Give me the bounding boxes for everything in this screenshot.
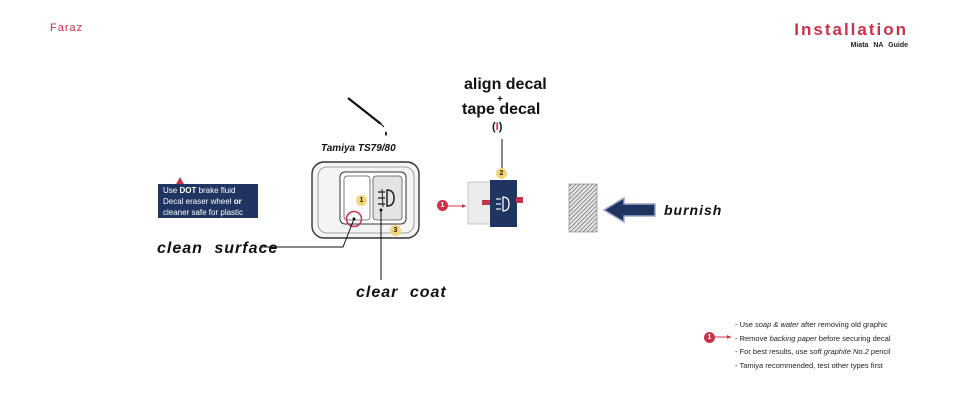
info-line-1: Use DOT brake fluid [163, 186, 236, 195]
note-item: - Tamiya recommended, test other types f… [735, 360, 883, 370]
switch-housing [311, 161, 420, 239]
align-decal-label: align decal [464, 76, 547, 93]
tape-decal-label: tape decal [462, 101, 541, 118]
paint-label: Tamiya TS79/80 [321, 143, 396, 154]
decal-assembly [467, 180, 523, 227]
notes-list: - Use soap & water after removing old gr… [735, 318, 891, 372]
info-line-3: cleaner safe for plastic [163, 208, 244, 217]
warning-icon [175, 177, 185, 186]
page-subtitle: Miata NA Guide [850, 42, 908, 49]
page-title: Installation [794, 20, 908, 39]
arrow-left-icon [602, 196, 656, 224]
backing-step-badge: 1 [437, 200, 448, 211]
step-2-badge: 2 [496, 168, 507, 179]
dropper-icon [347, 97, 387, 136]
clean-leader-line [262, 218, 355, 248]
burnish-label: burnish [664, 202, 723, 218]
step-3-badge: 3 [390, 225, 401, 236]
clean-surface-label: clean surface [157, 240, 279, 257]
decal-foglight-icon [496, 196, 510, 212]
info-line-2: Decal eraser wheel or [163, 197, 242, 206]
note-item: - For best results, use soft graphite No… [735, 347, 891, 356]
plus-sign: + [497, 94, 503, 105]
brand-logo: Faraz [50, 22, 84, 34]
note-item: - Use soap & water after removing old gr… [735, 320, 888, 329]
tape-mark: (I) [492, 121, 503, 133]
clean-target-ring [345, 210, 363, 228]
notes-step-badge: 1 [704, 332, 715, 343]
cleaning-info-box: Use DOT brake fluid Decal eraser wheel o… [158, 184, 258, 218]
foglight-icon [378, 188, 395, 208]
step-1-badge: 1 [356, 195, 367, 206]
note-item: - Remove backing paper before securing d… [735, 333, 891, 343]
clear-coat-label: clear coat [356, 284, 447, 301]
burnish-pattern [568, 183, 598, 233]
